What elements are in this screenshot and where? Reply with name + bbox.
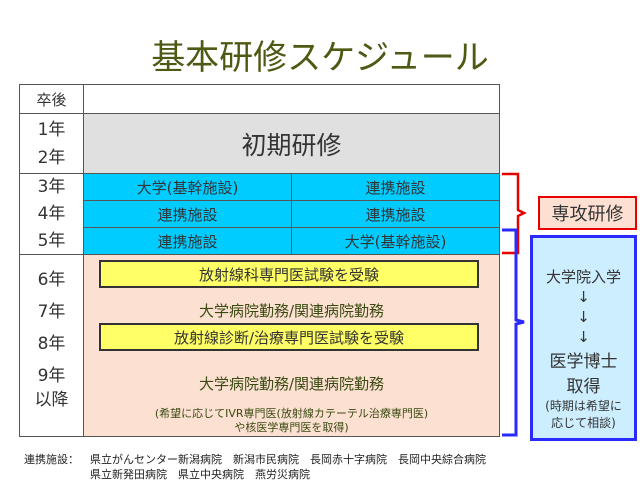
year-3-5: 3年 4年 5年 (19, 173, 84, 255)
initial-training: 初期研修 (83, 113, 500, 174)
year3-left: 大学(基幹施設) (83, 173, 292, 201)
year-9: 9年 (37, 366, 66, 386)
year-7: 7年 (37, 302, 66, 322)
year-6: 6年 (37, 270, 66, 290)
grad-entry: 大学院入学 (545, 268, 621, 286)
exam1-box: 放射線科専門医試験を受験 (99, 260, 479, 288)
year-3: 3年 (37, 176, 66, 197)
footer-line2: 県立新発田病院 県立中央病院 燕労災病院 (90, 468, 310, 481)
footer-line1: 県立がんセンター新潟病院 新潟市民病院 長岡赤十字病院 長岡中央綜合病院 (90, 453, 486, 466)
year-1: 1年 (37, 119, 66, 140)
grad-school-box: 大学院入学 ↓ ↓ ↓ 医学博士 取得 (時期は希望に 応じて相談) (530, 235, 637, 441)
year-later: 以降 (34, 390, 69, 410)
footer-label: 連携施設： (24, 453, 79, 466)
year4-left: 連携施設 (83, 200, 292, 228)
year-4: 4年 (37, 203, 66, 224)
year-5: 5年 (37, 230, 66, 251)
year-2: 2年 (37, 147, 66, 168)
year4-right: 連携施設 (291, 200, 500, 228)
year5-left: 連携施設 (83, 227, 292, 255)
year5-right: 大学(基幹施設) (291, 227, 500, 255)
arrow-down-icon: ↓ (577, 288, 590, 306)
work2: 大学病院勤務/関連病院勤務 (198, 375, 385, 393)
grad-note2: 応じて相談) (551, 416, 616, 430)
arrow-down-icon: ↓ (577, 308, 590, 326)
page-title: 基本研修スケジュール (151, 38, 489, 78)
year-header: 卒後 (19, 84, 84, 114)
phd: 医学博士 (549, 352, 618, 372)
specialty-training-label: 専攻研修 (538, 196, 637, 230)
grad-note1: (時期は希望に (545, 399, 622, 413)
year-6-plus: 6年 7年 8年 9年 以降 (19, 254, 84, 437)
phd-obtain: 取得 (566, 377, 601, 397)
red-bracket (502, 172, 527, 255)
work1: 大学病院勤務/関連病院勤務 (198, 302, 385, 320)
year3-right: 連携施設 (291, 173, 500, 201)
specialist-period: 放射線科専門医試験を受験 大学病院勤務/関連病院勤務 放射線診断/治療専門医試験… (83, 254, 500, 437)
header-blank (83, 84, 500, 114)
year-8: 8年 (37, 334, 66, 354)
arrow-down-icon: ↓ (577, 328, 590, 346)
note-line1: (希望に応じてIVR専門医(放射線カテーテル治療専門医) (154, 407, 429, 420)
note-line2: や核医学専門医を取得) (234, 421, 349, 434)
brackets (502, 172, 527, 437)
exam2-box: 放射線診断/治療専門医試験を受験 (99, 323, 479, 351)
blue-bracket (502, 228, 525, 437)
